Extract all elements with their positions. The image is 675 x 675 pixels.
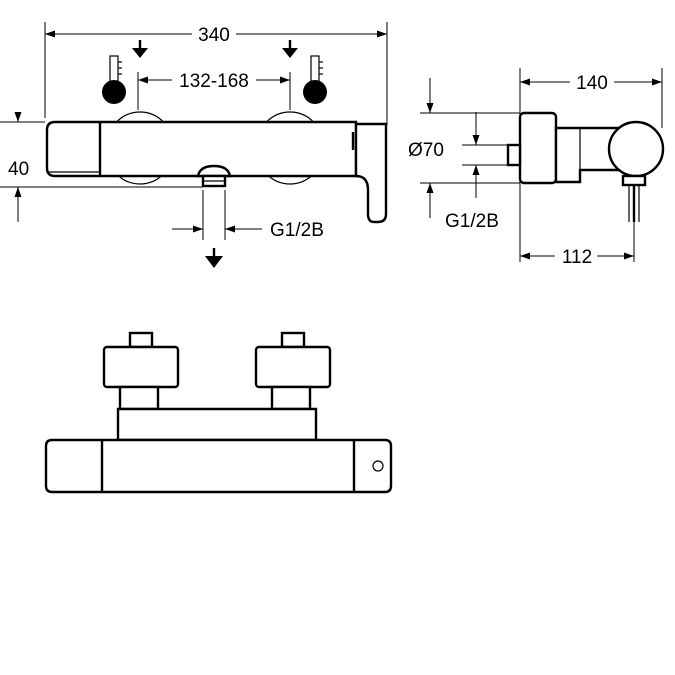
side-thread-label: G1/2B xyxy=(445,211,499,232)
thermometer-hot-icon xyxy=(282,40,327,104)
depth-label: 140 xyxy=(576,73,608,94)
front-view: 340 132-168 xyxy=(0,22,388,268)
mixer-body xyxy=(45,120,358,178)
diameter-label: Ø70 xyxy=(408,140,444,161)
right-inlet-connector xyxy=(254,345,332,389)
side-view: 140 Ø70 G1/2B 112 xyxy=(408,68,665,268)
top-view xyxy=(44,331,393,494)
inlet-spacing-label: 132-168 xyxy=(179,71,249,92)
thermometer-cold-icon xyxy=(102,40,148,104)
side-handle-circle xyxy=(607,120,665,178)
overall-width-label: 340 xyxy=(198,25,230,46)
mixer-body-top xyxy=(44,438,393,494)
control-lever xyxy=(354,122,388,224)
body-height-label: 40 xyxy=(8,159,29,180)
left-inlet-connector xyxy=(102,345,180,389)
wall-rosette xyxy=(518,111,558,185)
outlet-offset-label: 112 xyxy=(562,247,592,268)
outlet-thread-label: G1/2B xyxy=(270,220,324,241)
arrow-down-icon xyxy=(205,248,223,268)
